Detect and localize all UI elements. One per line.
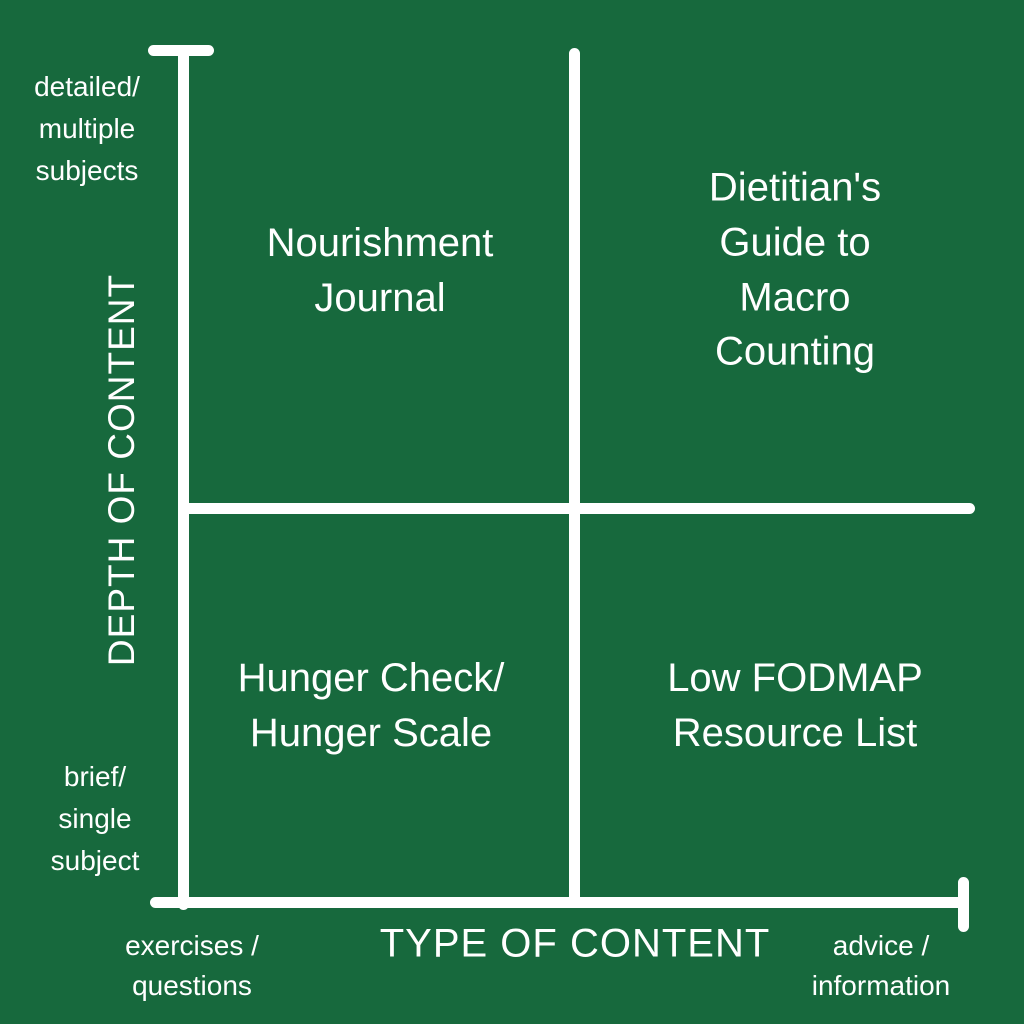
y-axis-top-cap	[148, 45, 214, 56]
quadrant-bottom-right-label: Low FODMAP Resource List	[667, 656, 923, 755]
x-axis-right-cap	[958, 877, 969, 932]
x-axis-right-label: advice / information	[811, 929, 951, 1001]
quadrant-top-left-label: Nourishment Journal	[266, 221, 494, 320]
x-axis-line	[150, 897, 968, 908]
y-axis-title: DEPTH OF CONTENT	[101, 273, 142, 667]
quadrant-top-right-label: Dietitian's Guide to Macro Counting	[708, 165, 882, 374]
x-axis-title: TYPE OF CONTENT	[379, 921, 771, 966]
y-axis-bottom-label: brief/ single subject	[50, 761, 140, 876]
x-axis-left-label: exercises / questions	[125, 929, 259, 1001]
vertical-divider-line	[569, 48, 580, 906]
y-axis-top-label: detailed/ multiple subjects	[34, 71, 140, 186]
y-axis-line	[178, 46, 189, 910]
horizontal-divider-line	[183, 503, 975, 514]
quadrant-bottom-left-label: Hunger Check/ Hunger Scale	[237, 656, 505, 755]
